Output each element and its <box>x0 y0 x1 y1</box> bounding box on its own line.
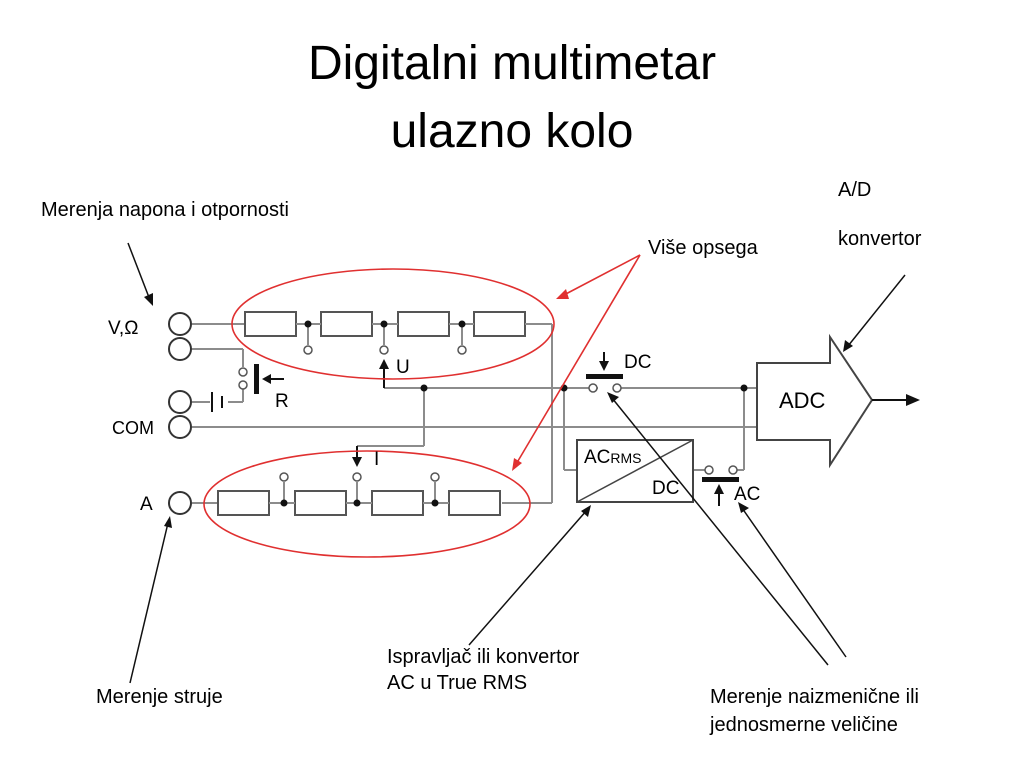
annotation-ranges: Više opsega <box>648 237 758 259</box>
ranges-pointer-arrows <box>514 254 641 467</box>
terminal-com-jack <box>168 415 192 439</box>
annotation-acdc-line-1: Merenje naizmenične ili <box>710 686 919 708</box>
resistor <box>217 490 270 516</box>
resistor <box>244 311 297 337</box>
range-highlights <box>203 268 555 558</box>
annotation-current: Merenje struje <box>96 686 223 708</box>
ranges-arrowheads <box>512 289 569 471</box>
terminal-v-ohm-jack-2 <box>168 337 192 361</box>
terminal-com-jack-2 <box>168 390 192 414</box>
battery-symbol <box>211 392 223 412</box>
label-switch-dc: DC <box>624 352 651 373</box>
converter-ac-text: AC <box>584 447 610 468</box>
lower-range-ellipse <box>203 450 531 558</box>
label-converter-ac: ACRMS <box>584 447 642 468</box>
adc-block <box>756 333 920 469</box>
upper-range-ellipse <box>231 268 555 380</box>
label-switch-i: I <box>374 449 379 470</box>
annotation-adc-line-2: konvertor <box>838 228 922 250</box>
dc-switch-bar <box>586 374 623 379</box>
switch-contacts <box>238 345 738 482</box>
terminal-v-ohm-jack <box>168 312 192 336</box>
annotation-adc-line-1: A/D <box>838 179 872 201</box>
resistor <box>473 311 526 337</box>
label-a: A <box>140 494 153 515</box>
annotation-arrows <box>127 242 906 684</box>
lower-resistor-chain <box>217 490 501 516</box>
r-switch-bar <box>254 364 259 394</box>
junction-dots <box>280 320 748 507</box>
label-com: COM <box>112 418 154 438</box>
resistor <box>448 490 501 516</box>
slide-title-line-1: Digitalni multimetar <box>307 37 717 90</box>
arrowheads <box>262 359 724 494</box>
terminal-a-jack <box>168 491 192 515</box>
label-converter-dc: DC <box>652 478 679 499</box>
annotation-arrowheads <box>144 293 853 528</box>
slide-title-line-2: ulazno kolo <box>390 105 634 158</box>
annotation-rectifier-line-2: AC u True RMS <box>387 672 528 694</box>
label-switch-u: U <box>396 357 410 378</box>
resistor <box>371 490 424 516</box>
terminals <box>168 312 192 515</box>
annotation-rectifier-line-1: Ispravljač ili konvertor <box>387 646 580 668</box>
label-adc: ADC <box>779 388 826 413</box>
switch-actuators <box>254 364 739 482</box>
ac-switch-bar <box>702 477 739 482</box>
label-switch-r: R <box>275 391 289 412</box>
annotation-voltage-resistance: Merenja napona i otpornosti <box>41 199 289 221</box>
label-v-ohm: V,Ω <box>108 318 138 339</box>
label-switch-ac: AC <box>734 484 760 505</box>
resistor <box>294 490 347 516</box>
resistor <box>397 311 450 337</box>
resistor <box>320 311 373 337</box>
annotation-acdc-line-2: jednosmerne veličine <box>710 714 898 736</box>
converter-rms-subscript: RMS <box>610 450 641 466</box>
converter-box <box>576 439 694 503</box>
